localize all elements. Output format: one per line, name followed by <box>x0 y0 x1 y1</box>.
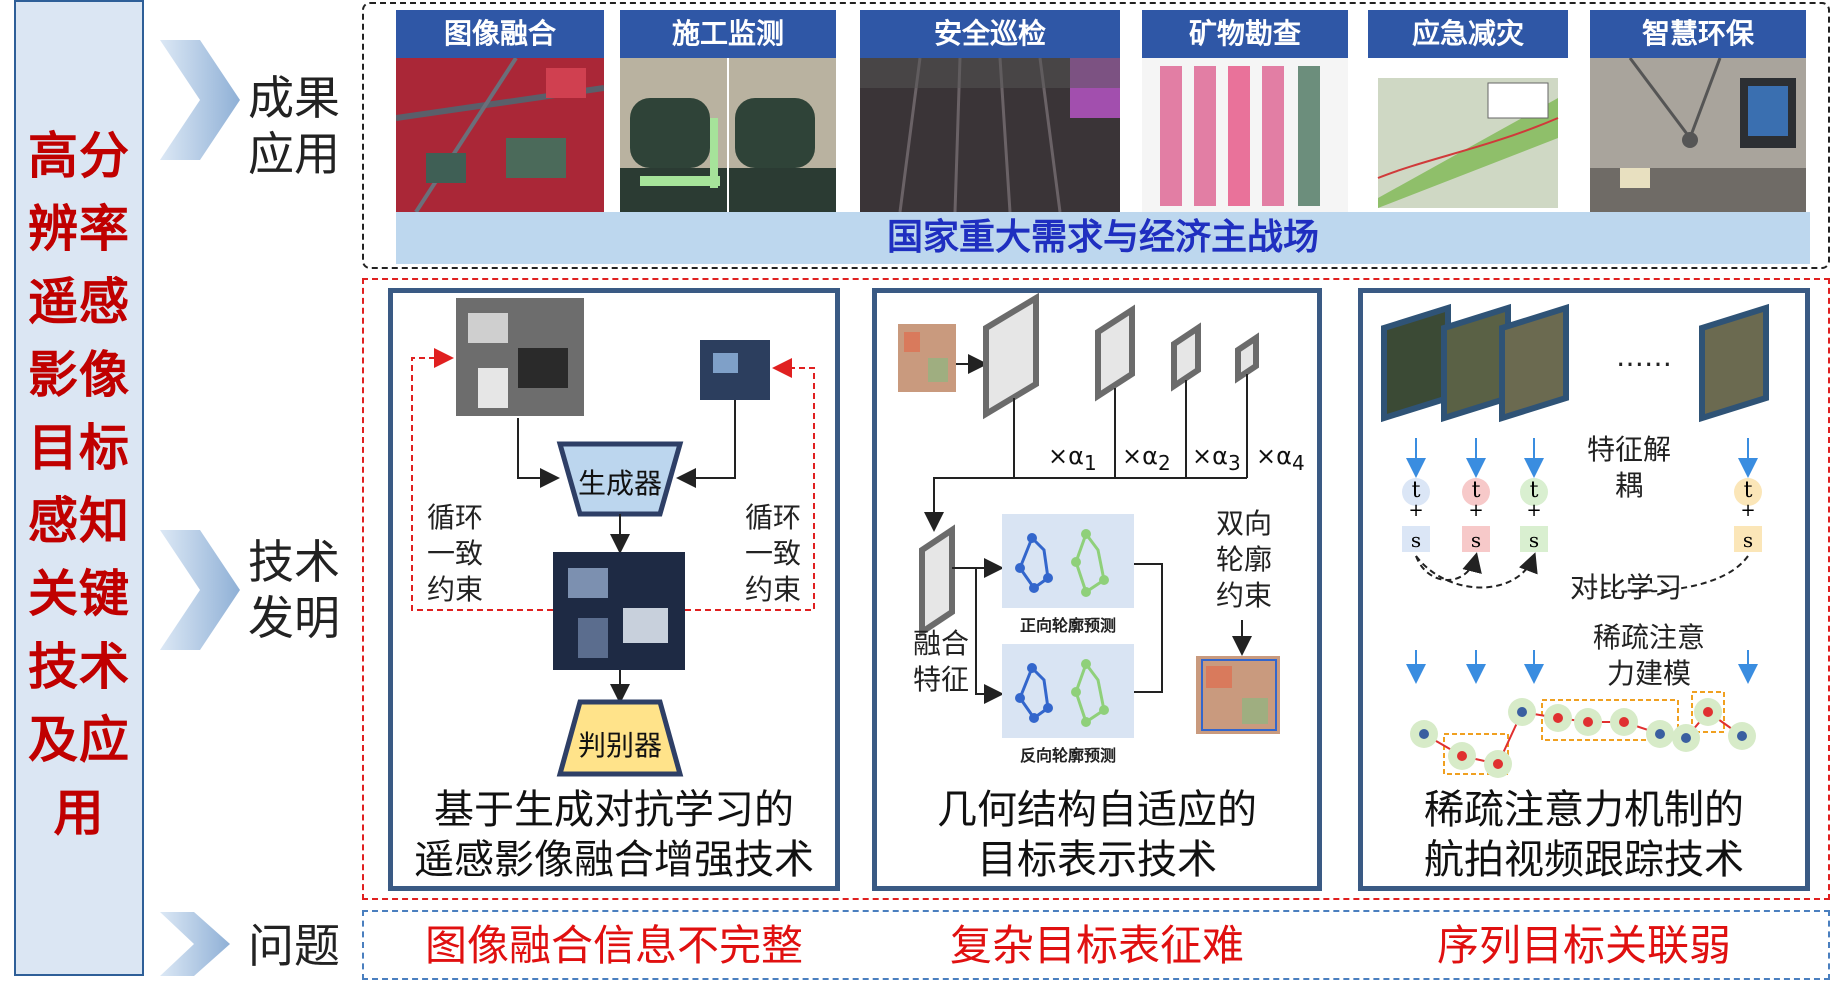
plus-sign: + <box>1468 500 1484 521</box>
chevron-right-icon <box>160 40 240 160</box>
banner-national-needs: 国家重大需求与经济主战场 <box>396 212 1810 264</box>
alpha-label-1: ×α1 <box>1048 442 1097 475</box>
app-tab-image-fusion: 图像融合 <box>396 10 604 58</box>
cycle-constraint-right: 循环 一致 约束 <box>744 501 801 606</box>
panel3-caption-line2: 航拍视频跟踪技术 <box>1424 837 1744 883</box>
token-t: t <box>1471 478 1481 503</box>
row-label-problems: 问题 <box>248 919 340 973</box>
problem-representation: 复杂目标表征难 <box>949 921 1244 970</box>
generator-label: 生成器 <box>577 467 662 500</box>
panel2-caption-line2: 目标表示技术 <box>977 837 1217 883</box>
plus-sign: + <box>1526 500 1542 521</box>
panel1-caption-line1: 基于生成对抗学习的 <box>434 787 794 833</box>
results-frame <box>362 2 1830 269</box>
app-tab-construction-monitoring: 施工监测 <box>620 10 836 58</box>
mineral-image <box>1142 58 1348 212</box>
app-tab-safety-inspection: 安全巡检 <box>860 10 1120 58</box>
token-t: t <box>1529 478 1539 503</box>
fused-feature-label: 融合 特征 <box>912 627 969 696</box>
alpha-label-2: ×α2 <box>1122 442 1171 475</box>
main-title: 高分辨率遥感影像目标感知关键技术及应用 <box>28 127 130 842</box>
alpha-label-4: ×α4 <box>1256 442 1305 475</box>
row-label-results: 成果 应用 <box>248 71 340 181</box>
gan-fusion-diagram <box>411 298 815 777</box>
problem-fusion: 图像融合信息不完整 <box>424 921 803 970</box>
token-s: s <box>1470 528 1482 552</box>
ellipsis-dots: …… <box>1616 340 1672 373</box>
problem-association: 序列目标关联弱 <box>1436 921 1731 970</box>
chevron-right-icon <box>160 912 230 976</box>
app-tab-mineral-exploration: 矿物勘查 <box>1142 10 1348 58</box>
reverse-contour-label: 反向轮廓预测 <box>1019 746 1116 765</box>
row-label-tech: 技术 发明 <box>248 535 340 645</box>
token-t: t <box>1743 478 1753 503</box>
disaster-map-image <box>1368 58 1568 212</box>
bidirectional-constraint-label: 双向 轮廓 约束 <box>1215 507 1272 612</box>
token-t: t <box>1411 478 1421 503</box>
forward-contour-label: 正向轮廓预测 <box>1019 616 1116 635</box>
sparse-attention-label: 稀疏注意 力建模 <box>1592 621 1705 690</box>
discriminator-label: 判别器 <box>577 729 662 762</box>
tracking-diagram <box>1381 303 1769 778</box>
fusion-image <box>396 58 604 212</box>
plus-sign: + <box>1740 500 1756 521</box>
app-tab-smart-environment: 智慧环保 <box>1590 10 1806 58</box>
geometry-diagram <box>898 292 1280 738</box>
problems-frame <box>362 910 1830 980</box>
token-s: s <box>1410 528 1422 552</box>
panel1-caption-line2: 遥感影像融合增强技术 <box>414 837 814 883</box>
cycle-constraint-left: 循环 一致 约束 <box>426 501 483 606</box>
contrastive-learning-label: 对比学习 <box>1569 571 1682 604</box>
environment-image <box>1590 58 1806 212</box>
alpha-label-3: ×α3 <box>1192 442 1241 475</box>
feature-decoupling-label: 特征解 耦 <box>1586 433 1671 502</box>
tech-frame <box>362 278 1830 900</box>
title-panel <box>14 0 144 976</box>
token-s: s <box>1742 528 1754 552</box>
plus-sign: + <box>1408 500 1424 521</box>
app-tab-emergency-disaster: 应急减灾 <box>1368 10 1568 58</box>
panel2-caption-line1: 几何结构自适应的 <box>937 787 1257 833</box>
token-s: s <box>1528 528 1540 552</box>
panel3-caption-line1: 稀疏注意力机制的 <box>1424 787 1744 833</box>
construction-image <box>620 58 836 212</box>
inspection-image <box>860 58 1120 212</box>
chevron-right-icon <box>160 530 240 650</box>
